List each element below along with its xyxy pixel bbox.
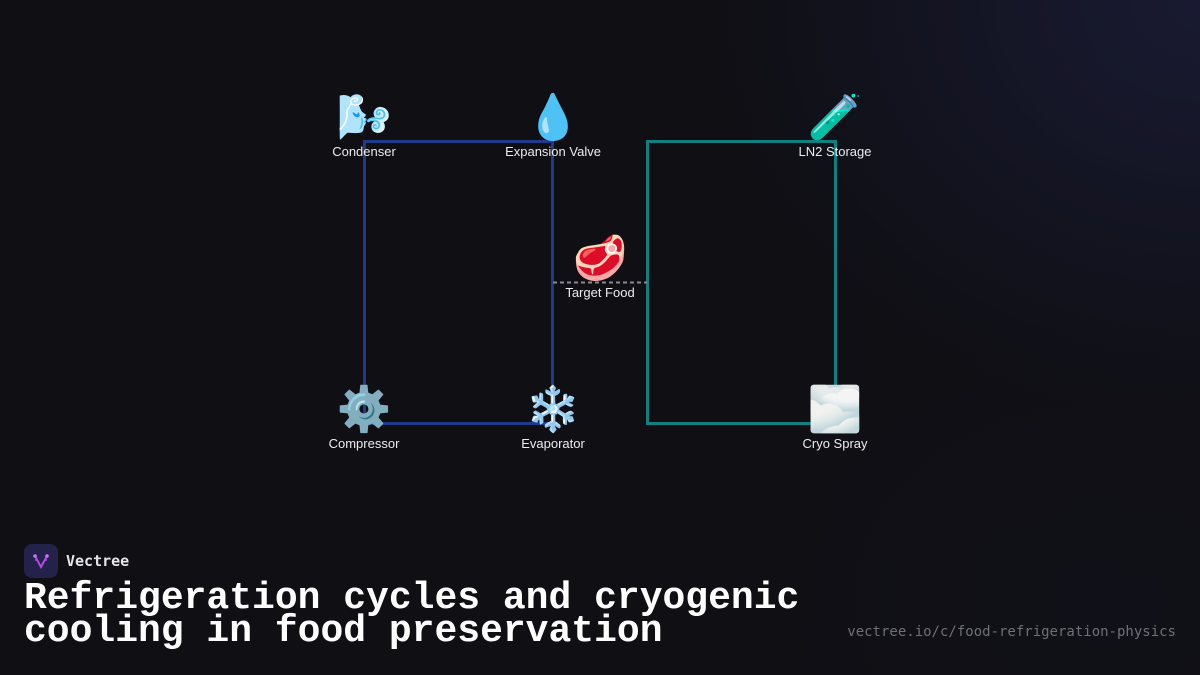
node-compressor[interactable]: ⚙️ Compressor [328,385,400,452]
node-label: Evaporator [521,436,585,451]
node-label: Cryo Spray [802,436,868,451]
brand: Vectree [24,544,129,578]
source-url[interactable]: vectree.io/c/food-refrigeration-physics [847,624,1176,640]
refrigeration-loop [363,140,554,425]
node-label: Expansion Valve [505,144,601,159]
test-tube-icon: 🧪 [807,93,863,142]
node-condenser[interactable]: 🌬️ Condenser [332,93,396,160]
snowflake-icon: ❄️ [525,385,581,434]
node-expansion-valve[interactable]: 💧 Expansion Valve [505,93,601,160]
title-line-2: cooling in food preservation [24,610,663,653]
steak-icon: 🥩 [572,234,628,283]
node-label: Target Food [565,285,635,300]
page-title: Refrigeration cycles and cryogenic cooli… [24,580,799,651]
droplet-icon: 💧 [525,93,581,142]
vectree-logo-icon [24,544,58,578]
title-line-1: Refrigeration cycles and cryogenic [24,577,800,620]
wind-face-icon: 🌬️ [336,93,392,142]
brand-name: Vectree [66,552,130,570]
node-evaporator[interactable]: ❄️ Evaporator [521,385,585,452]
node-target-food[interactable]: 🥩 Target Food [565,234,635,301]
node-ln2-storage[interactable]: 🧪 LN2 Storage [798,93,872,160]
node-cryo-spray[interactable]: 🌫️ Cryo Spray [802,385,868,452]
node-label: LN2 Storage [798,144,872,159]
fog-icon: 🌫️ [807,385,863,434]
node-label: Compressor [328,436,400,451]
gear-icon: ⚙️ [336,385,392,434]
node-label: Condenser [332,144,396,159]
cryogenic-loop [646,140,837,425]
